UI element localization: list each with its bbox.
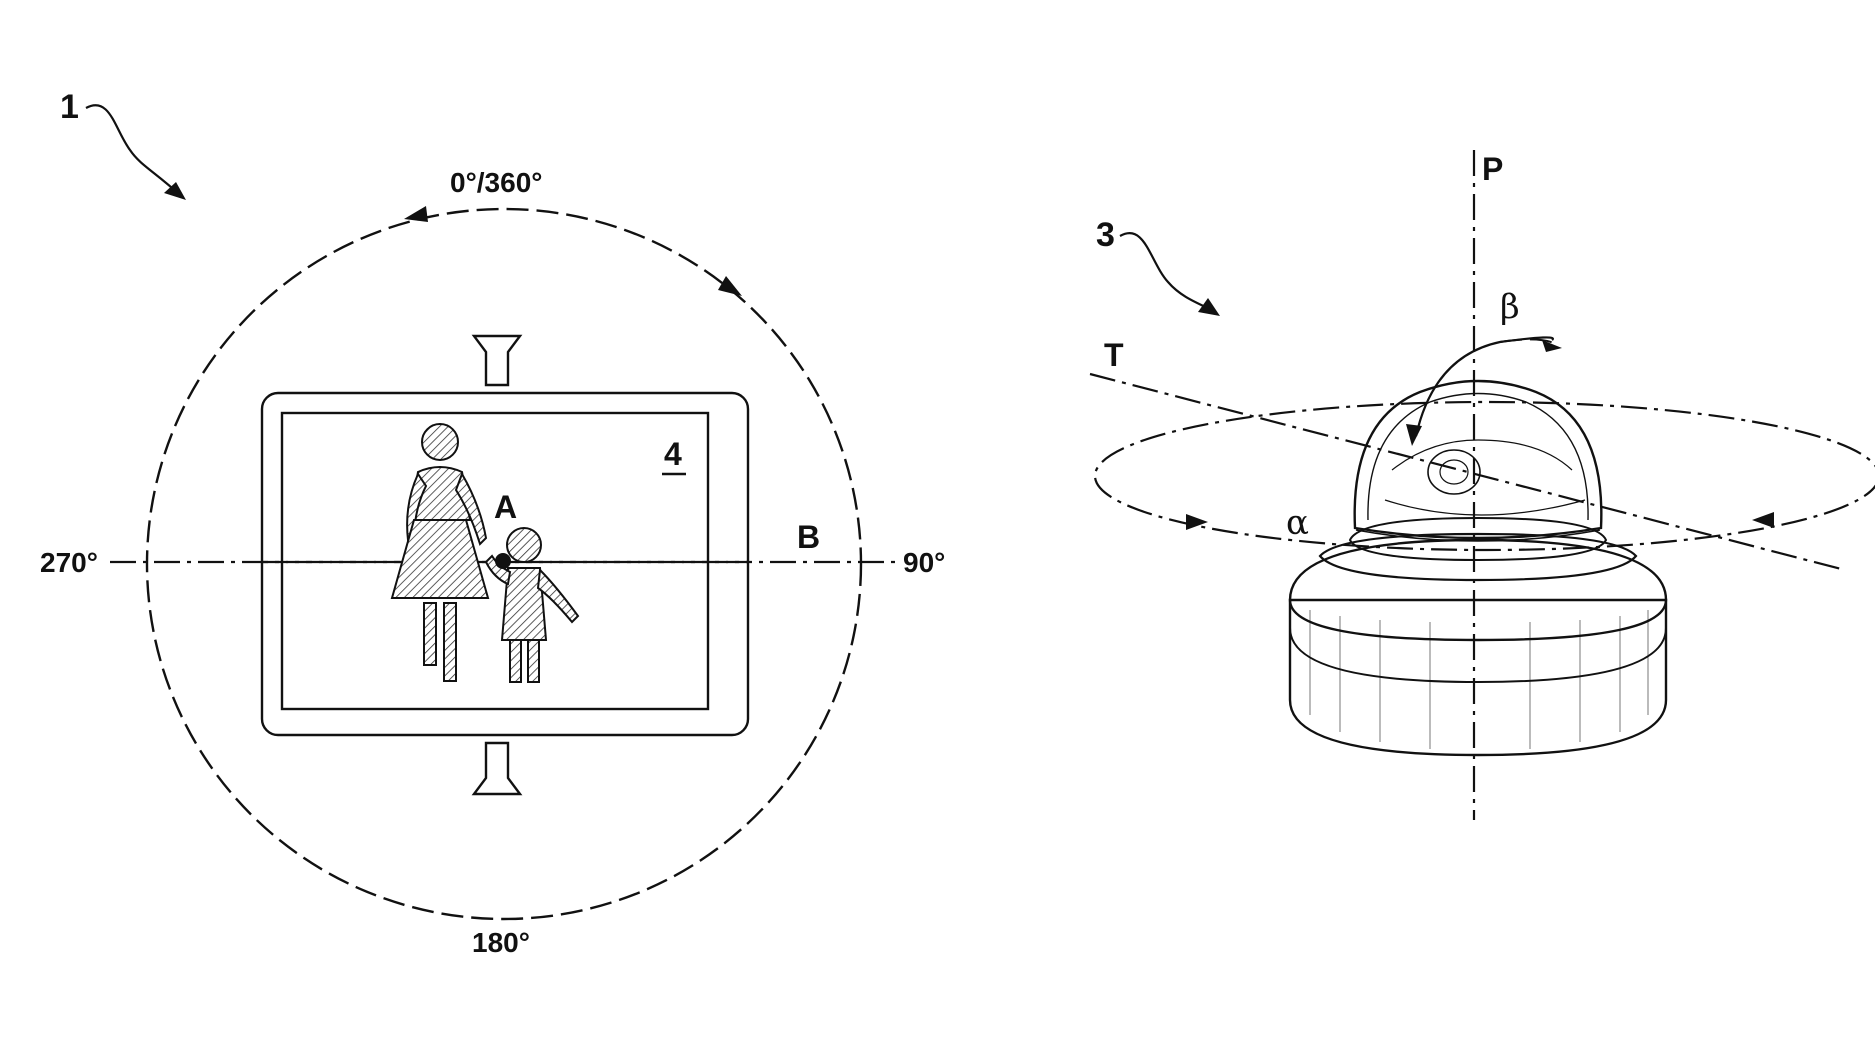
angle-label-left: 270°: [40, 547, 98, 578]
beta-label: β: [1500, 287, 1520, 327]
camera-lens: [1428, 450, 1480, 494]
ref-1-leader-arrow: [86, 105, 180, 195]
ref-numeral-3: 3: [1096, 216, 1115, 254]
alpha-arrowhead-right: [1752, 512, 1774, 528]
ref-3-leader-arrow: [1120, 233, 1212, 310]
rotation-arrow-left: [404, 206, 428, 222]
axis-b-label: B: [797, 519, 820, 555]
angle-label-bottom: 180°: [472, 927, 530, 958]
alpha-label: α: [1286, 503, 1309, 543]
camera-base: [1290, 518, 1666, 755]
ref-3-arrowhead: [1198, 298, 1220, 316]
rotation-arrow-right: [718, 276, 742, 296]
monitor-view: 1 0°/360° 90° 180° 270° 4: [40, 88, 945, 958]
top-tilt-marker: [474, 336, 520, 385]
woman-figure: [392, 424, 488, 681]
point-a-marker: [495, 553, 511, 569]
bottom-tilt-marker: [474, 743, 520, 794]
ref-numeral-4: 4: [664, 436, 682, 472]
ref-numeral-1: 1: [60, 88, 79, 126]
angle-label-right: 90°: [903, 547, 945, 578]
child-figure: [486, 528, 578, 682]
dome-camera-view: 3 P: [1090, 150, 1875, 820]
point-a-label: A: [494, 489, 517, 525]
angle-label-top: 0°/360°: [450, 167, 542, 198]
axis-t-label: T: [1104, 337, 1124, 373]
axis-p-label: P: [1482, 151, 1503, 187]
beta-arrowhead-down: [1406, 424, 1422, 446]
beta-rotation-arc: [1416, 337, 1553, 436]
